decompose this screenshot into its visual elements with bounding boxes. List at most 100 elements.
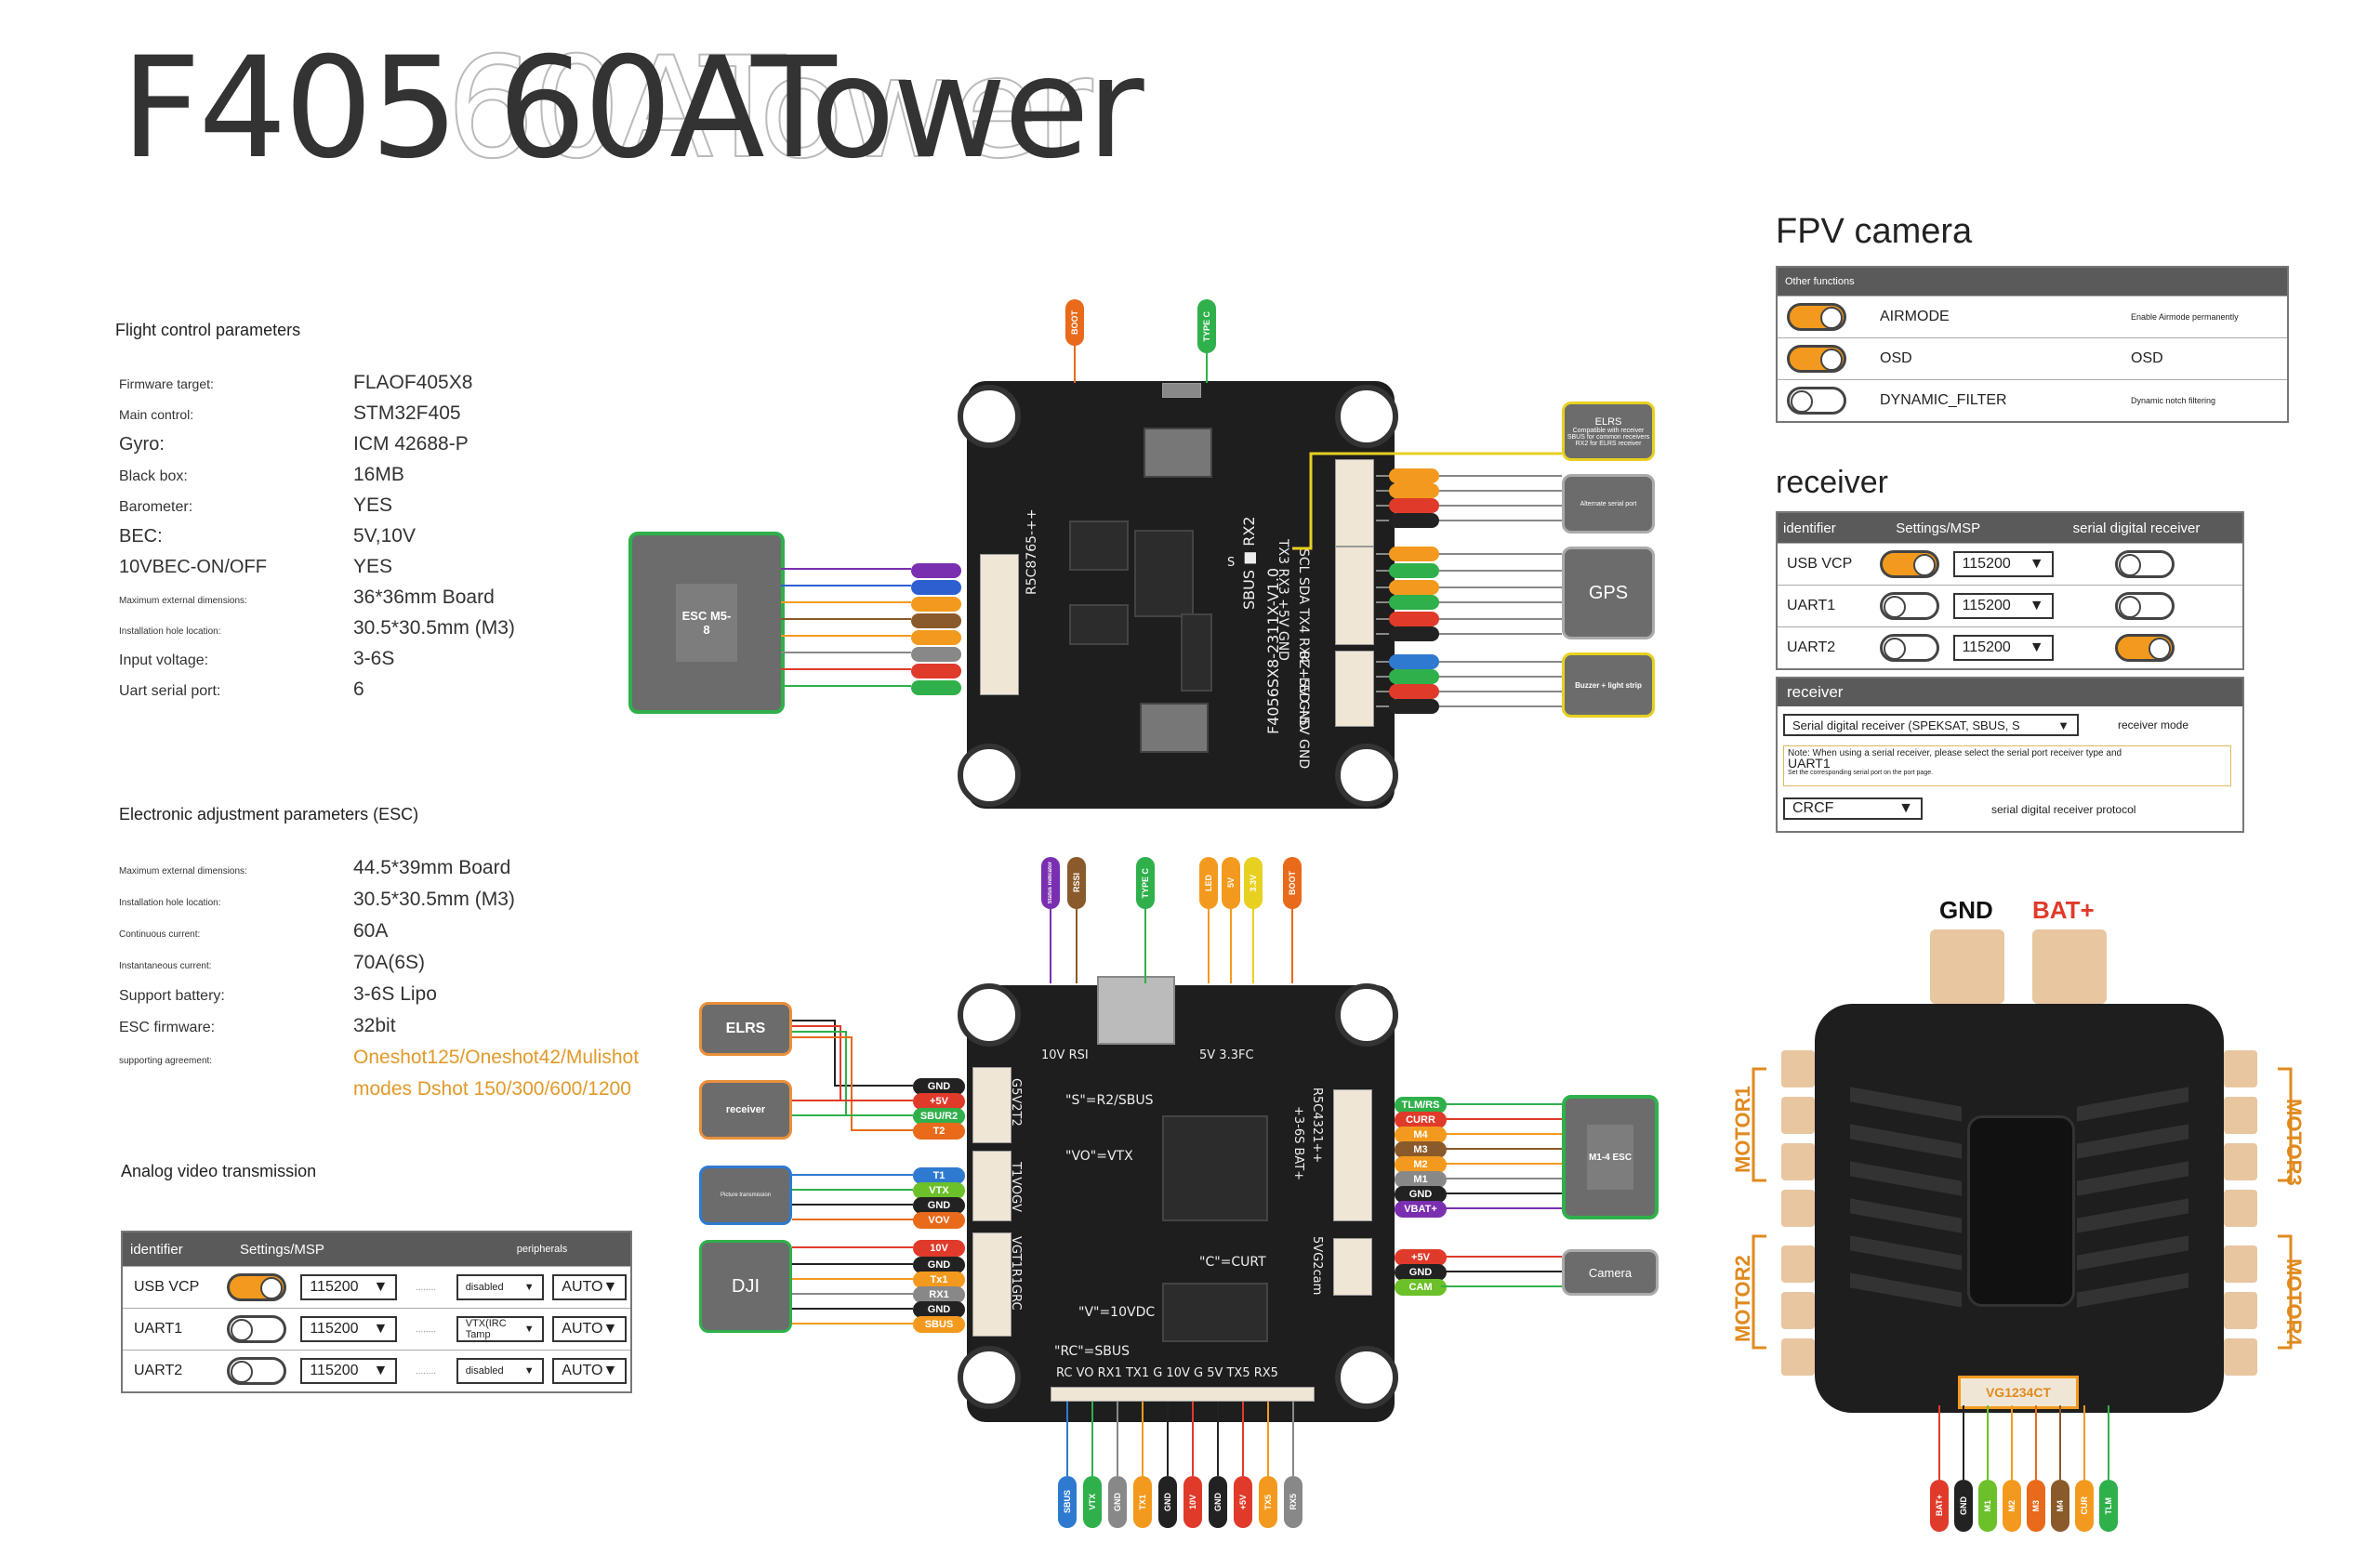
esc-tag-wire xyxy=(1938,1405,1940,1480)
esc-gnd-label: GND xyxy=(1939,896,1993,924)
cam-connector xyxy=(1333,1238,1372,1296)
bottom-tag-text: +5V xyxy=(1238,1494,1248,1510)
tx3-wire-pin xyxy=(1389,513,1439,528)
select-value: AUTO xyxy=(562,1279,603,1295)
baud-select[interactable]: VTX(IRC Tamp▼ xyxy=(456,1316,544,1342)
gnd-pad xyxy=(1930,929,2004,1004)
gps-wire-pin xyxy=(1389,563,1439,578)
toggle-wrap xyxy=(2059,592,2242,620)
toggle-switch[interactable] xyxy=(1880,634,1940,662)
toggle-switch[interactable] xyxy=(1787,387,1846,415)
silk-bat: +3-6S BAT+ xyxy=(1291,1106,1305,1181)
pin-label: 10V xyxy=(913,1240,965,1257)
param-label: Firmware target: xyxy=(119,376,214,391)
page-title: F405 60ATower xyxy=(121,28,1144,190)
esc-tag: M3 xyxy=(2027,1480,2045,1532)
toggle-knob xyxy=(2149,638,2172,660)
mount-hole xyxy=(958,385,1021,448)
pin-label: CURR xyxy=(1395,1112,1447,1128)
silk-sbus: "S"=R2/SBUS xyxy=(1065,1093,1154,1108)
receiver-mode-value: Serial digital receiver (SPEKSAT, SBUS, … xyxy=(1792,718,2020,732)
esc-tag: M1 xyxy=(1978,1480,1997,1532)
baud-select[interactable]: AUTO▼ xyxy=(552,1316,628,1342)
silk-c: "C"=CURT xyxy=(1199,1255,1266,1270)
select-value: AUTO xyxy=(562,1363,603,1378)
dji-connector xyxy=(972,1232,1012,1337)
pin-label: M2 xyxy=(1395,1156,1447,1173)
esc-tag: BAT+ xyxy=(1930,1480,1949,1532)
pin-label: +5V xyxy=(1395,1249,1447,1266)
esc-tag-text: M2 xyxy=(2007,1499,2016,1512)
esc-tag: M4 xyxy=(2051,1480,2069,1532)
silk-model: F4056SX8-2311X-V1.0 xyxy=(1264,567,1282,734)
param-value: 3-6S xyxy=(353,648,395,669)
motor-pad xyxy=(2224,1292,2257,1329)
param-label: Main control: xyxy=(119,407,194,422)
pin-label: TLM/RS xyxy=(1395,1097,1447,1114)
top-tag: TYPE C xyxy=(1136,857,1155,909)
mount-hole xyxy=(1335,1346,1398,1409)
esc-tag-wire xyxy=(2035,1405,2037,1480)
baud-select[interactable]: 115200▼ xyxy=(1952,593,2054,619)
esc-heatsink-center xyxy=(1967,1115,2075,1307)
toggle-switch[interactable] xyxy=(226,1315,286,1343)
select-value: 115200 xyxy=(310,1279,359,1295)
tx3-connector xyxy=(1335,459,1374,547)
silk-top2: 5V 3.3FC xyxy=(1199,1048,1254,1062)
baud-select[interactable]: 115200▼ xyxy=(300,1316,398,1342)
toggle-switch[interactable] xyxy=(2115,550,2175,578)
toggle-switch[interactable] xyxy=(1787,345,1846,373)
receiver-protocol-select[interactable]: CRCF▼ xyxy=(1783,797,1923,820)
esc-wire-pin xyxy=(911,647,961,662)
baud-select[interactable]: 115200▼ xyxy=(300,1274,398,1300)
toggle-switch[interactable] xyxy=(2115,634,2175,662)
chevron-down-icon: ▼ xyxy=(2057,718,2069,732)
toggle-switch[interactable] xyxy=(2115,592,2175,620)
top-tag-wire xyxy=(1208,909,1210,983)
motor3-label: MOTOR3 xyxy=(2282,1099,2306,1186)
param-value: 6 xyxy=(353,679,364,700)
baud-select[interactable]: AUTO▼ xyxy=(552,1358,628,1384)
baud-select[interactable]: 115200▼ xyxy=(300,1358,398,1384)
esc-connector-label: VG1234CT xyxy=(1958,1376,2079,1409)
baud-select[interactable]: AUTO▼ xyxy=(552,1274,628,1300)
toggle-switch[interactable] xyxy=(226,1273,286,1301)
pin-label: T2 xyxy=(913,1123,965,1140)
toggle-switch[interactable] xyxy=(226,1357,286,1385)
bottom-tag-wire xyxy=(1292,1402,1294,1476)
fc-params-heading: Flight control parameters xyxy=(115,321,301,339)
buzzer-box: Buzzer + light strip xyxy=(1562,652,1655,718)
esc-tag-wire xyxy=(2083,1405,2085,1480)
bottom-tag-text: RX5 xyxy=(1289,1494,1298,1510)
bottom-tag-wire xyxy=(1167,1402,1169,1476)
toggle-switch[interactable] xyxy=(1787,303,1846,331)
usb-c-port xyxy=(1097,976,1175,1045)
periph-wrap: disabled▼ xyxy=(456,1358,553,1384)
pin-label: SBU/R2 xyxy=(913,1108,965,1125)
select-value: 115200 xyxy=(1962,639,2011,655)
esc-tag-wire xyxy=(1987,1405,1989,1480)
receiver-mode-select[interactable]: Serial digital receiver (SPEKSAT, SBUS, … xyxy=(1783,714,2079,736)
toggle-switch[interactable] xyxy=(1880,550,1940,578)
param-label: Installation hole location: xyxy=(119,626,221,637)
page-title-ghost: 60ATower xyxy=(445,27,1093,191)
bottom-tag-wire xyxy=(1242,1402,1244,1476)
esc-wire-pin xyxy=(911,680,961,695)
toggle-switch[interactable] xyxy=(1880,592,1940,620)
esc-tag-text: BAT+ xyxy=(1935,1495,1944,1517)
elrs-box-title: ELRS xyxy=(1594,415,1622,428)
baud-select[interactable]: 115200▼ xyxy=(1952,635,2054,661)
motor-pad xyxy=(2224,1338,2257,1376)
silk-right: R5C4321++ xyxy=(1310,1087,1324,1164)
pin-label: SBUS xyxy=(913,1316,965,1333)
baud-select[interactable]: disabled▼ xyxy=(456,1274,544,1300)
baud-select[interactable]: 115200▼ xyxy=(1952,551,2054,577)
bat-pad xyxy=(2032,929,2107,1004)
toggle-wrap xyxy=(226,1315,301,1343)
gps-wire-pin xyxy=(1389,595,1439,610)
bottom-tag: SBUS xyxy=(1058,1476,1077,1528)
param-label: Installation hole location: xyxy=(119,898,221,908)
top-tag-text: Status indicator xyxy=(1048,862,1053,904)
baud-select[interactable]: disabled▼ xyxy=(456,1358,544,1384)
top-tag: 3.3V xyxy=(1244,857,1263,909)
